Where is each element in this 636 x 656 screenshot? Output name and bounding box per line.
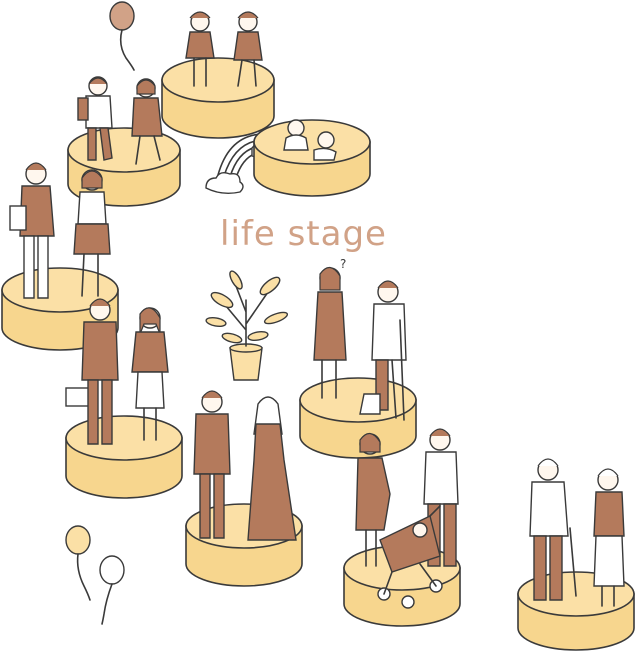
babies-figure [283,119,337,161]
family-with-stroller-figure [355,428,459,609]
job-hunting-couple-figure [65,298,169,445]
potted-plant-icon [205,270,289,381]
platform-babies [253,119,371,197]
wedding-couple-figure [193,390,297,541]
page-title: life stage [220,214,387,254]
elementary-kids-figure [77,76,163,165]
elderly-couple-figure [529,458,625,607]
high-school-students-figure [9,162,111,299]
svg-text:?: ? [340,257,346,271]
platform-couple [299,377,417,459]
young-couple-figure: ? [313,257,407,421]
kindergarten-kids-figure [185,11,263,87]
platform-job-hunting [65,415,183,499]
balloon-white-icon [99,555,125,625]
balloon-yellow-icon [65,525,91,601]
stroller-icon [377,505,443,609]
platform-kindergarten [161,57,275,139]
balloon-top-icon [109,1,135,71]
